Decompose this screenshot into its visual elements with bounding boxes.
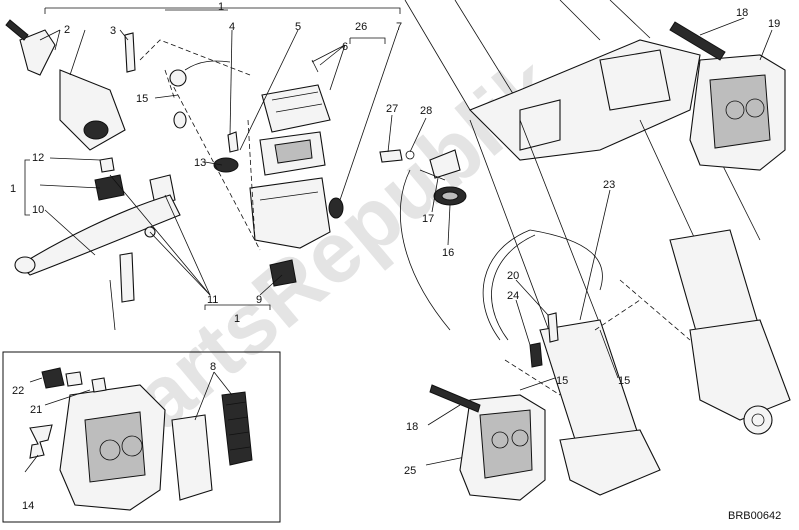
- callout-4: 4: [229, 21, 235, 33]
- callout-5: 5: [295, 21, 301, 33]
- callout-28: 28: [420, 105, 432, 117]
- callout-3: 3: [110, 25, 116, 37]
- drawing-code: BRB00642: [728, 510, 781, 522]
- callout-numbers: 1 2 3 4 5 26 7 6 15 13 12 1 10 11 9 1 27…: [10, 1, 780, 512]
- front-fork-assembly: [404, 0, 791, 496]
- callout-9: 9: [256, 294, 262, 306]
- callout-18-top: 18: [736, 7, 748, 19]
- callout-18-bottom: 18: [406, 421, 418, 433]
- callout-20: 20: [507, 270, 519, 282]
- bracket-1-bottom: [204, 304, 271, 310]
- callout-13: 13: [194, 157, 206, 169]
- callout-23: 23: [603, 179, 615, 191]
- caliper-bolt-lower: [429, 384, 481, 413]
- callout-10: 10: [32, 204, 44, 216]
- pump-body: [59, 69, 126, 151]
- callout-2: 2: [64, 24, 70, 36]
- callout-1-left: 1: [10, 183, 16, 195]
- caliper-bolt: [669, 21, 726, 61]
- pad-spring: [29, 424, 53, 459]
- brake-lever: [19, 194, 181, 276]
- caliper-lower-center: [429, 359, 561, 501]
- inset-panel: [2, 351, 281, 523]
- reservoir-body: [249, 177, 331, 249]
- callout-7: 7: [396, 21, 402, 33]
- callout-15-mid-right: 15: [618, 375, 630, 387]
- master-cylinder-reservoir: [169, 59, 344, 287]
- fittings-center: [379, 149, 467, 206]
- callout-21: 21: [30, 404, 42, 416]
- callout-16: 16: [442, 247, 454, 259]
- callout-1-bottom: 1: [234, 313, 240, 325]
- callout-19: 19: [768, 18, 780, 30]
- callout-26: 26: [355, 21, 367, 33]
- brake-hose: [400, 169, 603, 368]
- leader-lines: [39, 17, 773, 466]
- callout-14: 14: [22, 500, 34, 512]
- callout-17: 17: [422, 213, 434, 225]
- callout-6: 6: [342, 41, 348, 53]
- callout-15-mid-left: 15: [556, 375, 568, 387]
- callout-22: 22: [12, 385, 24, 397]
- brake-lever-pump: [5, 9, 251, 331]
- assembly-brackets: [24, 7, 401, 310]
- brake-pad-a: [171, 414, 213, 501]
- inset-frame: [2, 351, 281, 523]
- callout-24: 24: [507, 290, 519, 302]
- bracket-1-left: [24, 159, 30, 216]
- callout-27: 27: [386, 103, 398, 115]
- callout-12: 12: [32, 152, 44, 164]
- bracket-26: [349, 37, 386, 44]
- bracket-1-top: [44, 7, 401, 14]
- callout-1-top: 1: [218, 1, 224, 13]
- mirror-clamp: [19, 29, 56, 76]
- callout-25: 25: [404, 465, 416, 477]
- callout-8: 8: [210, 361, 216, 373]
- callout-15-upper: 15: [136, 93, 148, 105]
- brake-pad-b: [221, 391, 253, 466]
- caliper-upper-right: [669, 21, 786, 171]
- callout-11: 11: [207, 294, 218, 306]
